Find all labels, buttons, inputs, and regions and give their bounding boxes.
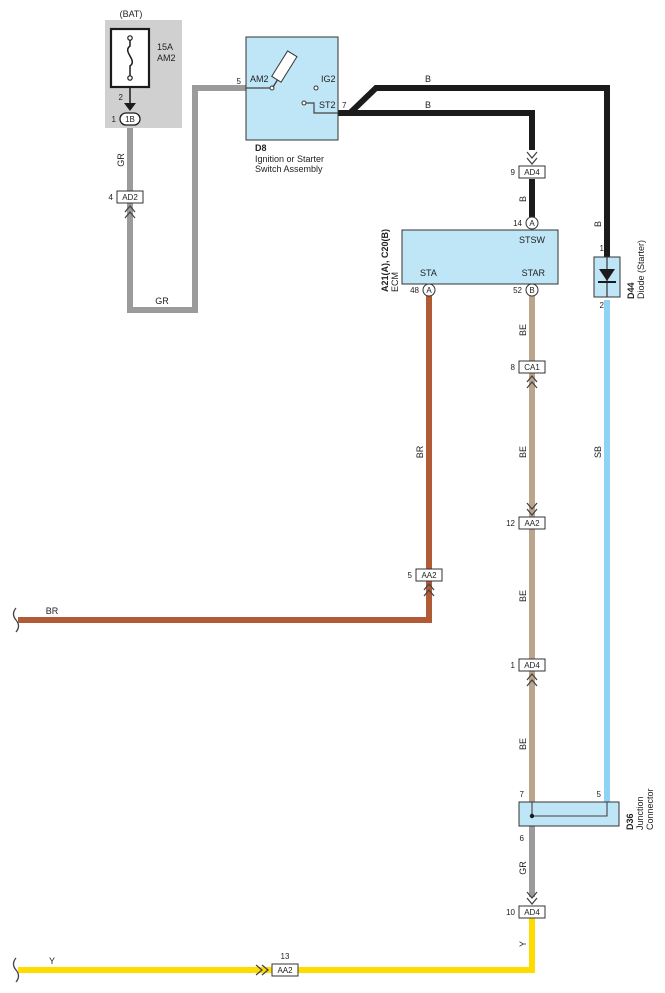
connector-ad2: AD2 4	[109, 190, 144, 219]
svg-text:9: 9	[511, 168, 516, 177]
ecm-conn-sta: A	[426, 286, 432, 295]
ecm-body	[401, 229, 559, 285]
fuse-name: AM2	[157, 53, 176, 63]
d36-pin-6: 6	[520, 834, 525, 843]
fuse-conn-id: 1B	[125, 115, 135, 124]
wire-label-gr-1: GR	[116, 153, 126, 167]
d36-name-line1: Junction	[635, 796, 645, 830]
ecm-pin-sta: 48	[410, 286, 419, 295]
wire-label-y-1: Y	[518, 941, 528, 947]
wire-label-gr-2: GR	[155, 296, 169, 306]
svg-text:AD4: AD4	[524, 168, 540, 177]
fuse-connector	[119, 112, 141, 126]
wire-label-y-2: Y	[49, 956, 55, 966]
connector-ca1: CA1 8	[511, 360, 546, 389]
d44-code: D44	[626, 282, 636, 299]
d8-label-am2: AM2	[250, 74, 269, 84]
d44-pin-bottom: 2	[600, 301, 605, 310]
ecm-pin-stsw: 14	[513, 219, 522, 228]
d36-code: D36	[625, 813, 635, 830]
d36-pin-7: 7	[520, 790, 525, 799]
wire-b-st2-ad4	[338, 110, 535, 150]
wire-b-st2-diode	[347, 85, 610, 257]
fuse-source-label: (BAT)	[120, 9, 143, 19]
d36-pin-5: 5	[597, 790, 602, 799]
wire-label-sb: SB	[593, 446, 603, 458]
ecm-conn-star: B	[529, 286, 534, 295]
d8-code: D8	[255, 143, 267, 153]
svg-text:4: 4	[109, 193, 114, 202]
d8-pin-st2: 7	[342, 101, 347, 110]
ecm-label-star: STAR	[522, 268, 546, 278]
fuse-pin-top: 2	[119, 93, 124, 102]
ecm-code: A21(A), C20(B)	[380, 229, 390, 292]
fuse-rating: 15A	[157, 42, 173, 52]
svg-text:8: 8	[511, 363, 516, 372]
ecm-label-stsw: STSW	[519, 235, 546, 245]
fuse-icon	[127, 38, 133, 78]
wire-label-be-3: BE	[518, 590, 528, 602]
svg-text:AD4: AD4	[524, 661, 540, 670]
d8-desc-line1: Ignition or Starter	[255, 154, 324, 164]
fuse-arrow-icon	[124, 103, 136, 111]
d36-junction-dot	[529, 813, 535, 819]
wire-label-br-1: BR	[415, 445, 425, 458]
ecm-name: ECM	[390, 272, 400, 292]
wire-label-br-2: BR	[46, 606, 59, 616]
d8-desc-line2: Switch Assembly	[255, 164, 323, 174]
d8-switch-knob	[271, 50, 298, 83]
wire-label-be-1: BE	[518, 324, 528, 336]
wire-label-b-ad4: B	[518, 196, 528, 202]
svg-text:12: 12	[506, 519, 515, 528]
wire-label-b-mid: B	[425, 100, 431, 110]
connector-ad4-top: AD4 9	[511, 151, 546, 179]
connector-aa2-left: AA2 5	[408, 568, 443, 597]
d36-name-line2: Connector	[645, 788, 655, 830]
svg-text:1: 1	[511, 661, 516, 670]
ecm-conn-stsw: A	[529, 219, 535, 228]
fuse-pin-conn: 1	[112, 115, 117, 124]
d8-pin-am2: 5	[237, 77, 242, 86]
wire-break-br	[12, 607, 20, 633]
d36-body	[518, 801, 620, 827]
wire-label-gr-3: GR	[518, 861, 528, 875]
d44-pin-top: 1	[600, 244, 605, 253]
wire-br-sta	[18, 296, 432, 623]
wire-label-b-diode: B	[593, 221, 603, 227]
svg-text:AA2: AA2	[524, 519, 540, 528]
svg-text:AA2: AA2	[277, 966, 293, 975]
wire-gr-am2	[127, 85, 248, 313]
connector-ad4-bottom: AD4 10	[506, 891, 546, 919]
svg-text:10: 10	[506, 908, 515, 917]
wire-label-be-2: BE	[518, 446, 528, 458]
svg-text:AA2: AA2	[421, 571, 437, 580]
connector-ad4-mid: AD4 1	[511, 658, 546, 687]
svg-text:CA1: CA1	[524, 363, 540, 372]
connector-aa2-mid: AA2 12	[506, 502, 546, 530]
connector-aa2-bottom: AA2 13	[255, 952, 299, 977]
svg-text:AD4: AD4	[524, 908, 540, 917]
d44-name: Diode (Starter)	[636, 240, 646, 299]
svg-text:AD2: AD2	[122, 193, 138, 202]
wire-break-y	[12, 957, 20, 983]
d8-label-ig2: IG2	[321, 74, 336, 84]
d8-label-st2: ST2	[319, 100, 336, 110]
ecm-pin-star: 52	[513, 286, 522, 295]
wire-label-b-top: B	[425, 74, 431, 84]
wire-y	[18, 918, 535, 973]
svg-text:5: 5	[408, 571, 413, 580]
svg-text:13: 13	[281, 952, 290, 961]
ecm-label-sta: STA	[420, 268, 437, 278]
diode-icon	[599, 269, 615, 281]
wire-label-be-4: BE	[518, 738, 528, 750]
